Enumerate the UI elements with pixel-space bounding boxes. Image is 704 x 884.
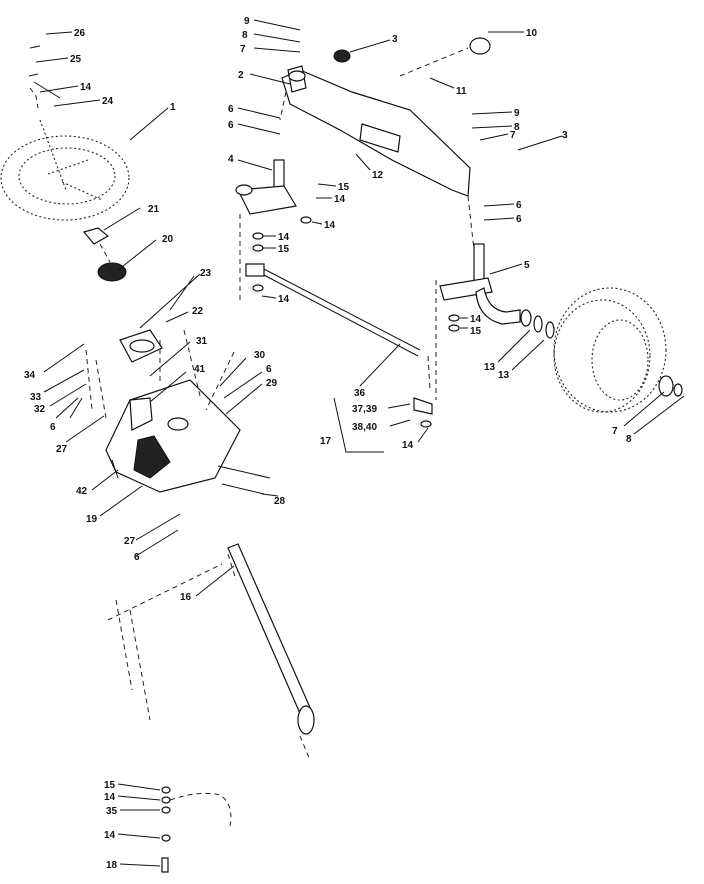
callout-18: 18 <box>106 860 118 871</box>
steering-support-assembly <box>85 329 271 721</box>
callout-7-b: 7 <box>510 130 516 141</box>
callout-37-39: 37,39 <box>352 404 377 415</box>
callout-26: 26 <box>74 28 86 39</box>
callout-12: 12 <box>372 170 384 181</box>
right-spindle <box>435 243 555 400</box>
callout-11: 11 <box>456 86 467 97</box>
leader-lines <box>35 19 685 867</box>
callout-6-c: 6 <box>134 552 140 563</box>
callout-19: 19 <box>86 514 98 525</box>
callout-42: 42 <box>76 486 88 497</box>
callout-7-c: 7 <box>612 426 618 437</box>
callout-9-b: 9 <box>514 108 520 119</box>
callout-24: 24 <box>102 96 114 107</box>
steering-wheel <box>0 135 130 221</box>
callout-14-g: 14 <box>104 792 116 803</box>
callout-6-a: 6 <box>266 364 272 375</box>
callout-9-a: 9 <box>244 16 250 27</box>
callout-14-d: 14 <box>278 294 290 305</box>
steering-bushing <box>97 262 127 282</box>
callout-8-b: 8 <box>514 122 520 133</box>
callout-15-a: 15 <box>338 182 350 193</box>
spacer <box>333 49 351 63</box>
callout-1: 1 <box>170 102 176 113</box>
callout-27-b: 27 <box>124 536 136 547</box>
callout-23: 23 <box>200 268 212 279</box>
callout-6-g: 6 <box>516 214 522 225</box>
callout-14-b: 14 <box>324 220 336 231</box>
callout-7-a: 7 <box>240 44 246 55</box>
front-wheel <box>553 287 683 413</box>
callout-36: 36 <box>354 388 366 399</box>
callout-6-b: 6 <box>50 422 56 433</box>
callout-34: 34 <box>24 370 36 381</box>
callout-4: 4 <box>228 154 234 165</box>
callout-6-e: 6 <box>228 120 234 131</box>
callout-8-a: 8 <box>242 30 248 41</box>
steering-wheel-assembly <box>0 45 130 282</box>
callout-13-b: 13 <box>498 370 510 381</box>
callout-15-b: 15 <box>278 244 290 255</box>
callout-14-e: 14 <box>470 314 482 325</box>
callout-2: 2 <box>238 70 244 81</box>
callout-14: 14 <box>80 82 92 93</box>
callout-41: 41 <box>194 364 206 375</box>
callout-3-a: 3 <box>392 34 398 45</box>
callout-30: 30 <box>254 350 266 361</box>
callout-31: 31 <box>196 336 208 347</box>
callout-14-f: 14 <box>402 440 414 451</box>
callout-3-b: 3 <box>562 130 568 141</box>
left-spindle <box>235 159 312 300</box>
callout-32: 32 <box>34 404 46 415</box>
callout-6-f: 6 <box>516 200 522 211</box>
callout-14-a: 14 <box>334 194 346 205</box>
callout-22: 22 <box>192 306 204 317</box>
callout-35: 35 <box>106 806 118 817</box>
callout-5: 5 <box>524 260 530 271</box>
callout-14-c: 14 <box>278 232 290 243</box>
callout-15-d: 15 <box>104 780 116 791</box>
callout-38-40: 38,40 <box>352 422 377 433</box>
callout-27-a: 27 <box>56 444 68 455</box>
tie-rod <box>245 263 433 428</box>
hardware-detail-inset <box>161 786 232 873</box>
axle-pivot-bushing <box>469 37 491 55</box>
callout-17: 17 <box>320 436 332 447</box>
callout-28: 28 <box>274 496 286 507</box>
steering-support-bracket <box>105 379 241 493</box>
callout-14-h: 14 <box>104 830 116 841</box>
callout-25: 25 <box>70 54 82 65</box>
front-axle <box>279 37 491 251</box>
callout-16: 16 <box>180 592 192 603</box>
callout-6-d: 6 <box>228 104 234 115</box>
drag-link <box>227 543 315 761</box>
callout-21: 21 <box>148 204 160 215</box>
callout-13-a: 13 <box>484 362 496 373</box>
callout-15-c: 15 <box>470 326 482 337</box>
callout-33: 33 <box>30 392 42 403</box>
callout-29: 29 <box>266 378 278 389</box>
callouts: 26 25 14 24 1 21 20 23 22 31 30 6 29 41 … <box>24 16 632 871</box>
callout-8-c: 8 <box>626 434 632 445</box>
callout-10: 10 <box>526 28 538 39</box>
callout-20: 20 <box>162 234 174 245</box>
steering-adapter <box>82 227 110 245</box>
